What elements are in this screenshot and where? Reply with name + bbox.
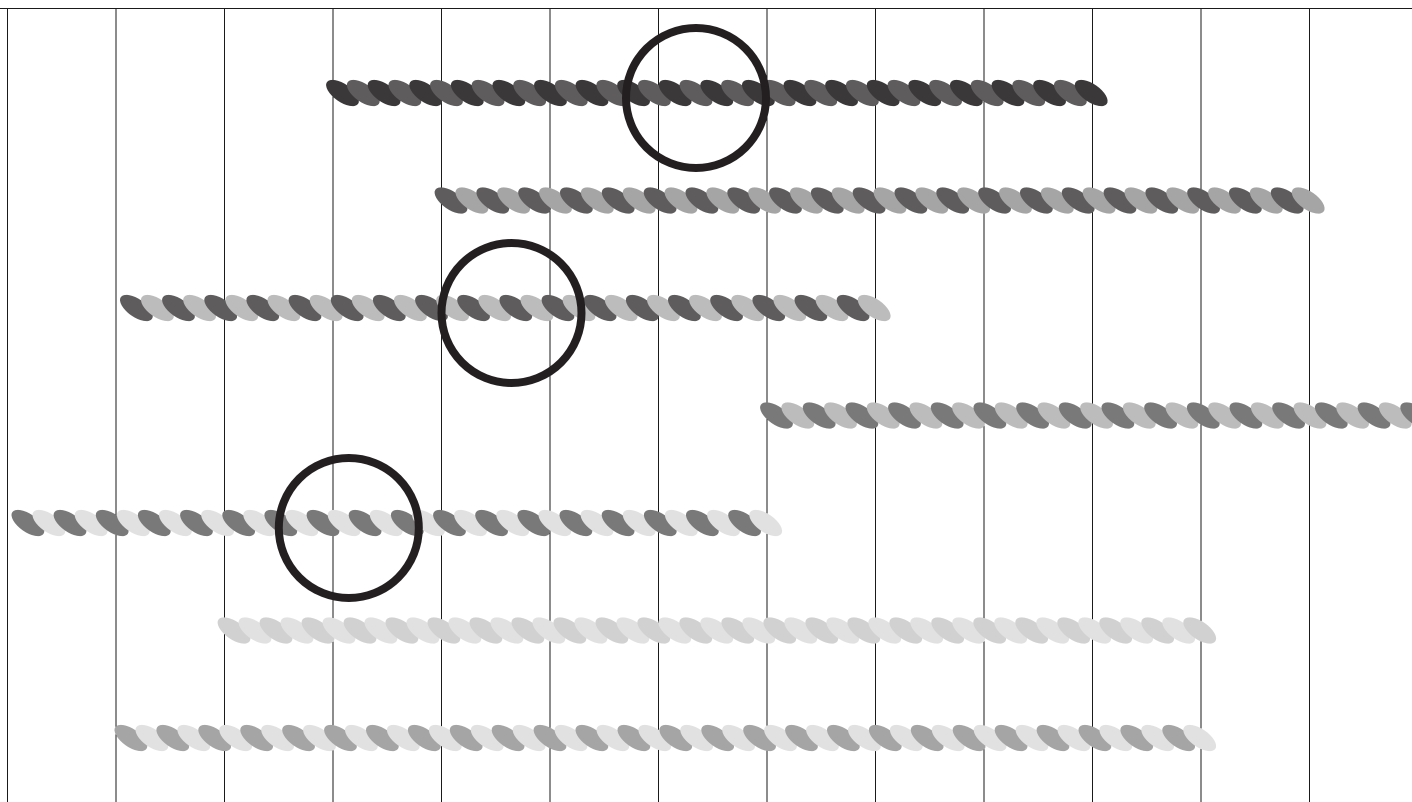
rope-2 bbox=[430, 182, 1329, 219]
rope-1 bbox=[322, 75, 1112, 112]
rope-6 bbox=[213, 612, 1220, 649]
rope-7 bbox=[110, 720, 1220, 757]
rope-3 bbox=[116, 290, 895, 327]
rope-5 bbox=[7, 505, 786, 542]
rope-4 bbox=[756, 397, 1412, 434]
